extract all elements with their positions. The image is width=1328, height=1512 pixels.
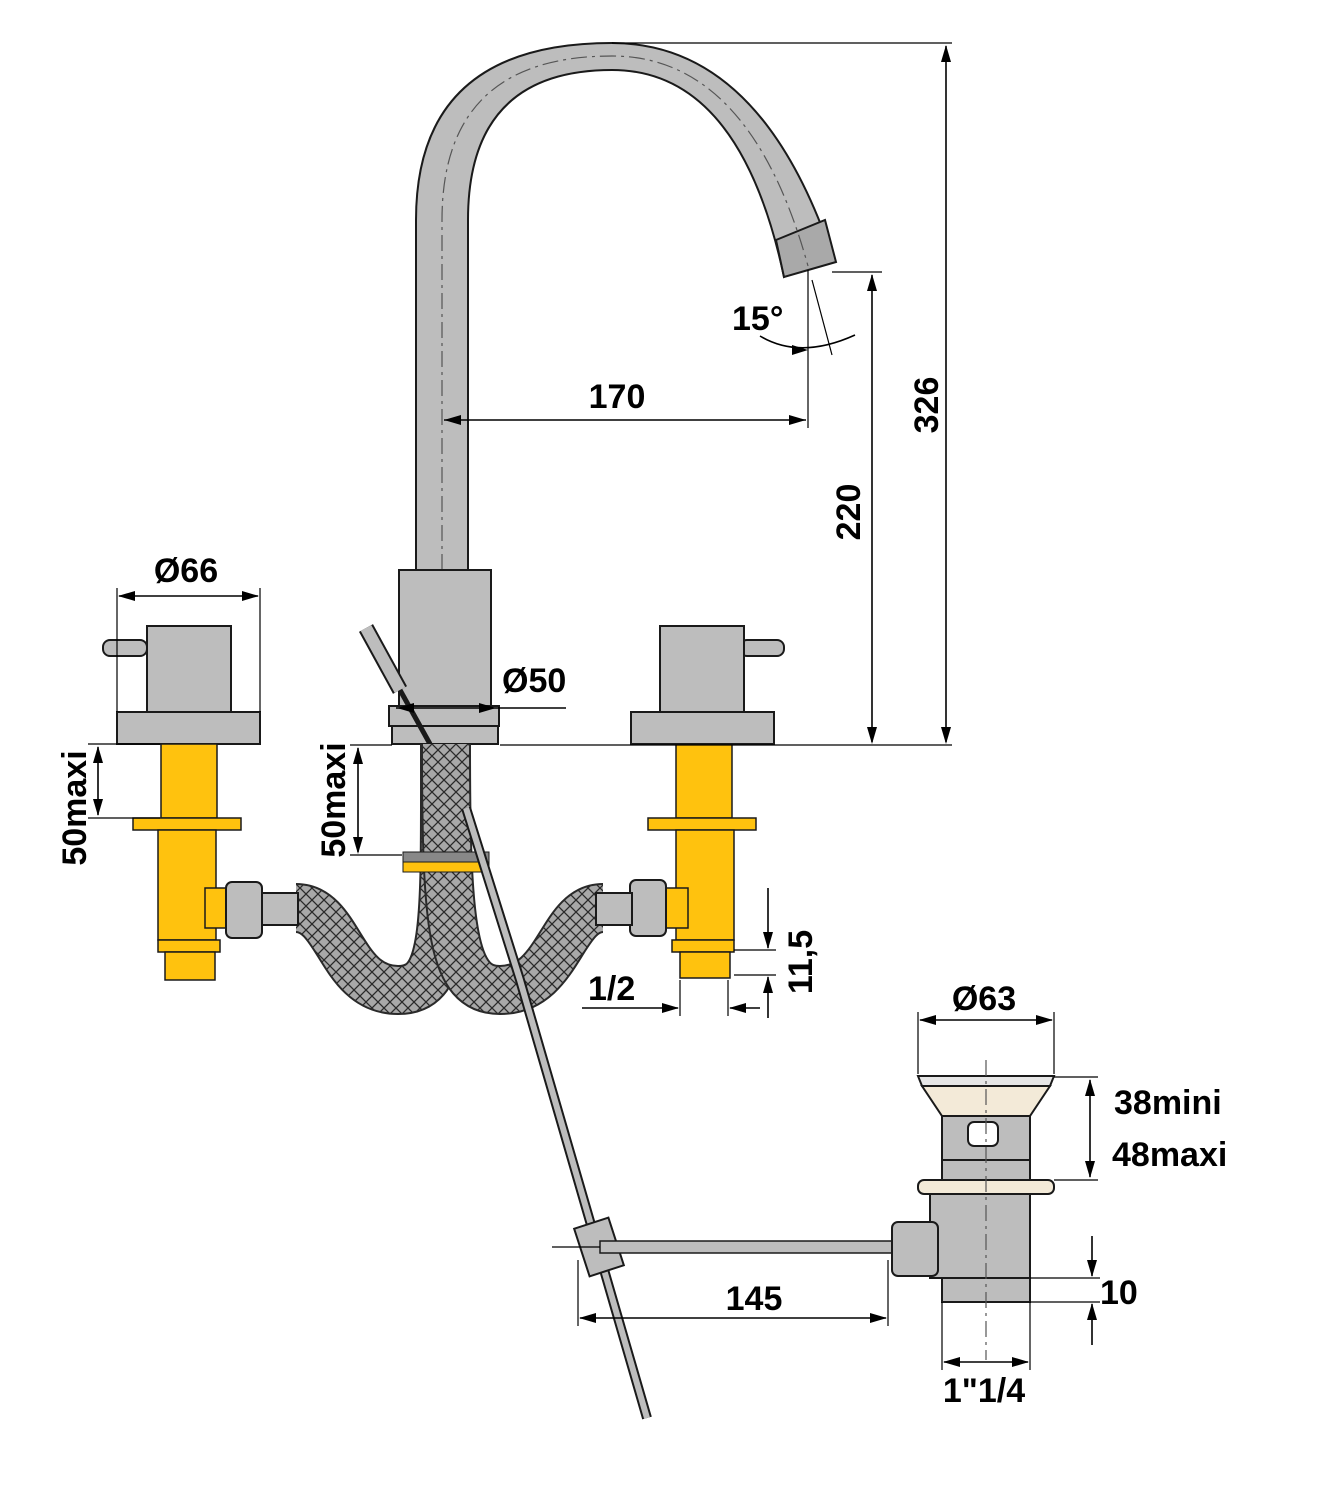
spout-base-plate [391, 725, 499, 745]
dim-spout-height-label: 220 [830, 484, 868, 541]
dim-waste-diameter: Ø63 [917, 980, 1055, 1074]
left-hose-nut [225, 881, 263, 939]
right-hose-nut [629, 879, 667, 937]
dim-spout-angle-label: 15° [732, 300, 783, 338]
dim-spout-base-diameter-label: Ø50 [502, 662, 566, 700]
waste-body [929, 1193, 1031, 1279]
dim-handle-diameter-label: Ø66 [154, 552, 218, 590]
spout-fixing-nut [402, 861, 490, 873]
dim-waste-thread-label: 1"1/4 [943, 1372, 1025, 1410]
dim-waste-height: 38mini 48maxi [1054, 1076, 1227, 1181]
right-hose-ferrule [595, 892, 633, 926]
dim-spout-angle: 15° [732, 279, 856, 356]
dim-waste-min-label: 38mini [1114, 1084, 1222, 1122]
spout-centerline [441, 55, 809, 570]
popup-waste [891, 1060, 1056, 1360]
right-valve-flange [647, 817, 757, 831]
dim-rod-length-label: 145 [726, 1280, 783, 1318]
flexible-hoses [225, 743, 667, 1016]
right-valve-nut [671, 939, 735, 953]
waste-slot [967, 1121, 999, 1147]
dim-waste-tail-label: 10 [1100, 1274, 1138, 1312]
dim-spout-height: 220 [830, 271, 882, 744]
dim-inlet-thread-label: 1/2 [588, 970, 635, 1008]
right-handle-rosette [630, 711, 775, 745]
dim-spout-max-deck-label: 50maxi [315, 742, 353, 857]
left-handle-cap [146, 625, 232, 713]
dim-handle-max-deck-label: 50maxi [56, 750, 94, 865]
spout-body [398, 569, 492, 707]
right-handle-valve [630, 625, 785, 979]
popup-lever [358, 624, 433, 746]
left-handle-valve [102, 625, 261, 981]
right-handle-cap [659, 625, 745, 713]
dim-overall-height-label: 326 [908, 377, 946, 434]
spout-aerator [774, 218, 838, 279]
left-handle-rosette [116, 711, 261, 745]
right-valve-tail [679, 951, 731, 979]
left-handle-lever [102, 639, 148, 657]
dim-overall-height: 326 [500, 42, 952, 746]
dim-handle-max-deck: 50maxi [56, 743, 160, 866]
dim-inlet-thread: 1/2 [582, 970, 760, 1016]
waste-side-port [891, 1221, 939, 1277]
spout [358, 41, 838, 746]
dim-inlet-length-label: 11,5 [782, 930, 820, 994]
dim-inlet-length: 11,5 [734, 888, 820, 1018]
left-valve-body [160, 743, 218, 819]
dim-waste-thread: 1"1/4 [941, 1302, 1031, 1410]
horizontal-pull-rod [599, 1240, 893, 1254]
dim-waste-max-label: 48maxi [1112, 1136, 1227, 1174]
dim-waste-diameter-label: Ø63 [952, 980, 1016, 1018]
dim-waste-tail: 10 [1030, 1236, 1138, 1345]
dim-spout-reach: 170 [444, 270, 809, 428]
left-hose-ferrule [261, 892, 299, 926]
dim-spout-reach-label: 170 [589, 378, 646, 416]
left-valve-tail [164, 951, 216, 981]
left-valve-nut [157, 939, 221, 953]
left-valve-flange [132, 817, 242, 831]
right-handle-lever [739, 639, 785, 657]
dim-spout-max-deck: 50maxi [315, 742, 402, 858]
dim-spout-base-diameter: Ø50 [396, 662, 566, 713]
dim-handle-diameter: Ø66 [116, 552, 261, 712]
right-valve-body [675, 743, 733, 819]
dim-rod-length: 145 [552, 1246, 889, 1326]
